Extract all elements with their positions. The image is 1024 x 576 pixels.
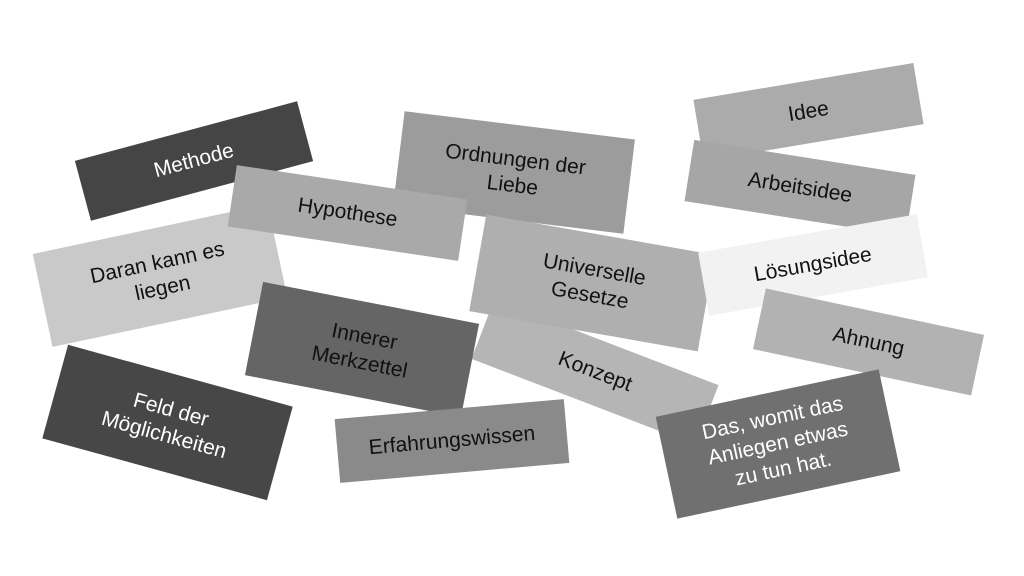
card-label: Erfahrungswissen <box>367 421 537 460</box>
card-label: Konzept <box>555 346 636 397</box>
card-innerer-merkzettel: Innerer Merkzettel <box>244 281 480 418</box>
card-label: Universelle Gesetze <box>541 249 648 314</box>
card-erfahrungswissen: Erfahrungswissen <box>334 399 570 483</box>
card-label: Ahnung <box>830 322 907 361</box>
card-label: Ordnungen der Liebe <box>444 139 588 200</box>
card-label: Daran kann es liegen <box>87 236 227 305</box>
card-label: Feld der Möglichkeiten <box>99 388 230 463</box>
card-label: Methode <box>151 138 237 183</box>
card-label: Das, womit das Anliegen etwas zu tun hat… <box>699 391 850 491</box>
card-label: Arbeitsidee <box>746 167 854 208</box>
card-label: Lösungsidee <box>752 242 874 287</box>
card-label: Idee <box>786 96 831 127</box>
card-label: Innerer Merkzettel <box>309 318 410 383</box>
card-label: Hypothese <box>296 193 399 232</box>
